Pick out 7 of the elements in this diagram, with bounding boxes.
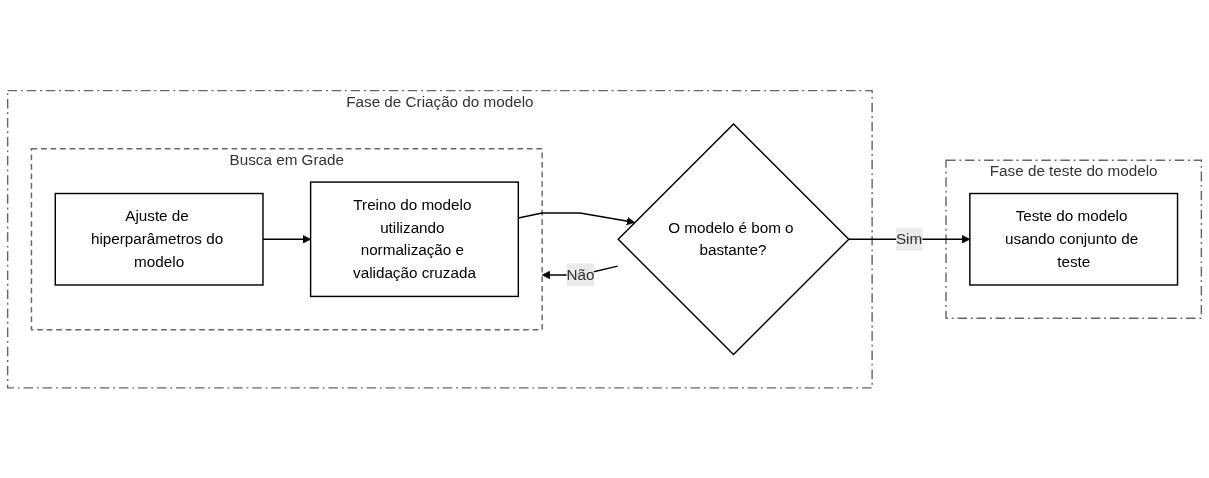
node-box: Treino do modelo utilizando normalização e validação cruzada: [309, 181, 520, 297]
edge-label: Sim: [895, 230, 923, 247]
node-box: Teste do modelo usando conjunto de teste: [969, 192, 1179, 286]
node-box: Ajuste de hiperparâmetros do modelo: [54, 192, 264, 286]
arrow: [262, 234, 311, 244]
node-diamond: O modelo é bom o bastante?: [617, 122, 850, 356]
edge-label: Não: [566, 266, 595, 283]
